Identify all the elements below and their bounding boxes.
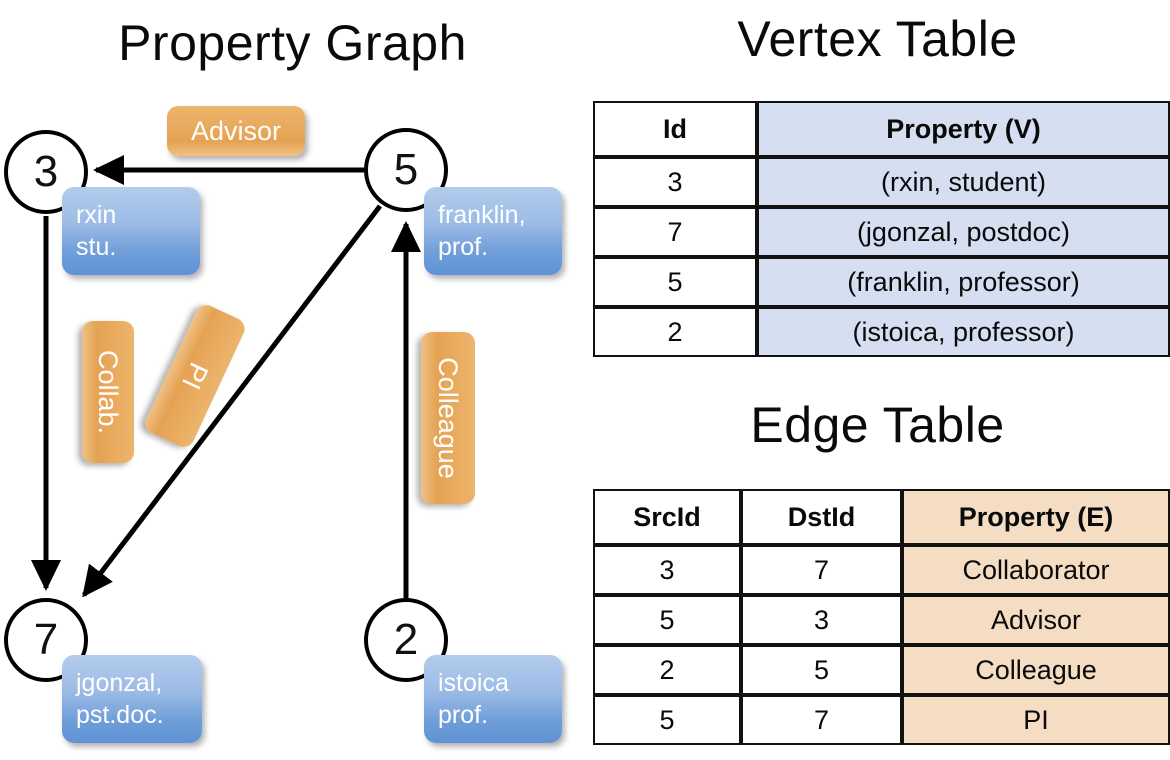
edge-label-collab: Collab. bbox=[82, 321, 134, 463]
vertex-property-callout-istoica: istoica prof. bbox=[424, 655, 562, 743]
vertex-row-id: 7 bbox=[593, 207, 757, 257]
vertex-row-id: 3 bbox=[593, 157, 757, 207]
edge-row-srcid: 2 bbox=[593, 645, 741, 695]
edge-row-dstid: 3 bbox=[741, 595, 902, 645]
graph-edges-layer bbox=[31, 155, 421, 598]
edge-row-srcid: 5 bbox=[593, 695, 741, 745]
vertex-property-callout-rxin: rxin stu. bbox=[62, 187, 200, 275]
property-graph-diagram: 3 5 7 2 rxin stu. franklin, prof. jgonza… bbox=[4, 106, 562, 743]
vertex-table-header-property: Property (V) bbox=[757, 101, 1170, 157]
edge-row-property: Advisor bbox=[902, 595, 1170, 645]
edge-table-header-property: Property (E) bbox=[902, 489, 1170, 545]
vertex-table: Id Property (V) 3 (rxin, student) 7 (jgo… bbox=[593, 101, 1170, 357]
edge-table-header-row: SrcId DstId Property (E) bbox=[593, 489, 1170, 545]
edge-row-property: Colleague bbox=[902, 645, 1170, 695]
vertex-row-property: (rxin, student) bbox=[757, 157, 1170, 207]
edge-row-dstid: 5 bbox=[741, 645, 902, 695]
page-title-property-graph: Property Graph bbox=[118, 15, 467, 71]
vertex-row-property: (istoica, professor) bbox=[757, 307, 1170, 357]
vertex-table-header-id: Id bbox=[593, 101, 757, 157]
vertex-row-property: (jgonzal, postdoc) bbox=[757, 207, 1170, 257]
page-title-vertex-table: Vertex Table bbox=[737, 11, 1018, 67]
table-row[interactable]: 5 (franklin, professor) bbox=[593, 257, 1170, 307]
edge-table-header-srcid: SrcId bbox=[593, 489, 741, 545]
edge-table-header-dstid: DstId bbox=[741, 489, 902, 545]
edge-row-dstid: 7 bbox=[741, 545, 902, 595]
edge-row-srcid: 5 bbox=[593, 595, 741, 645]
edge-table: SrcId DstId Property (E) 3 7 Collaborato… bbox=[593, 489, 1170, 745]
vertex-table-header-row: Id Property (V) bbox=[593, 101, 1170, 157]
graph-edge-5-to-7-pi bbox=[82, 204, 382, 598]
edge-row-srcid: 3 bbox=[593, 545, 741, 595]
table-row[interactable]: 2 5 Colleague bbox=[593, 645, 1170, 695]
table-row[interactable]: 5 3 Advisor bbox=[593, 595, 1170, 645]
vertex-row-id: 2 bbox=[593, 307, 757, 357]
vertex-row-id: 5 bbox=[593, 257, 757, 307]
table-row[interactable]: 5 7 PI bbox=[593, 695, 1170, 745]
vertex-property-callout-franklin: franklin, prof. bbox=[424, 187, 562, 275]
edge-row-property: PI bbox=[902, 695, 1170, 745]
page-title-edge-table: Edge Table bbox=[750, 397, 1005, 453]
table-row[interactable]: 2 (istoica, professor) bbox=[593, 307, 1170, 357]
table-row[interactable]: 3 (rxin, student) bbox=[593, 157, 1170, 207]
vertex-property-callout-jgonzal: jgonzal, pst.doc. bbox=[62, 655, 202, 743]
table-row[interactable]: 3 7 Collaborator bbox=[593, 545, 1170, 595]
edge-label-advisor: Advisor bbox=[167, 106, 305, 156]
edge-row-dstid: 7 bbox=[741, 695, 902, 745]
edge-row-property: Collaborator bbox=[902, 545, 1170, 595]
vertex-row-property: (franklin, professor) bbox=[757, 257, 1170, 307]
edge-label-colleague: Colleague bbox=[421, 332, 475, 504]
table-row[interactable]: 7 (jgonzal, postdoc) bbox=[593, 207, 1170, 257]
graph-vertex-2[interactable]: 2 bbox=[364, 598, 448, 682]
graph-vertex-5[interactable]: 5 bbox=[364, 128, 448, 212]
